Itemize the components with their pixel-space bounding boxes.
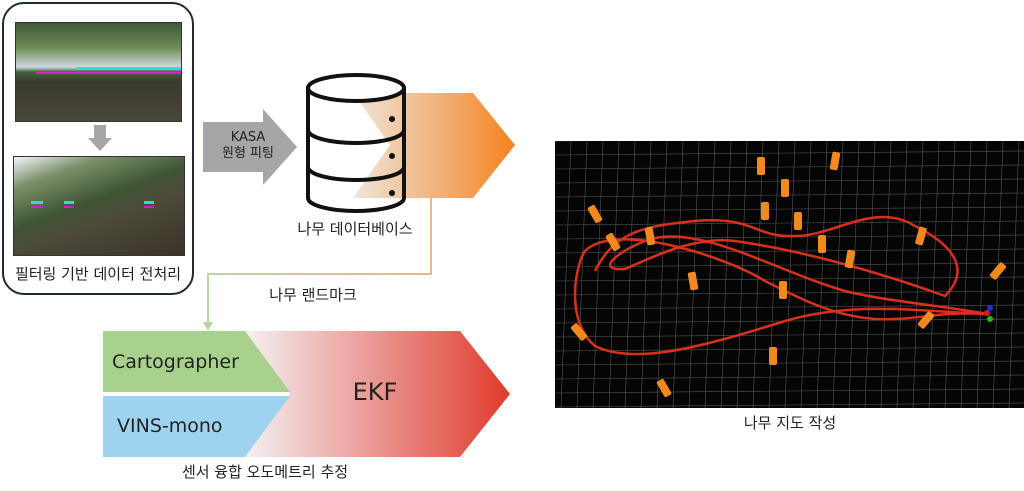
vins-mono-label: VINS-mono [117,415,223,437]
fitting-label: KASA 원형 피팅 [208,130,288,162]
preprocess-caption: 필터링 기반 데이터 전처리 [14,265,182,283]
tree-marker [144,201,154,204]
tree-cylinder [656,378,672,398]
database-caption: 나무 데이터베이스 [297,220,413,238]
tree-cylinder [915,226,927,246]
fitting-label-line2: 원형 피팅 [222,146,274,161]
trajectory-path [573,215,988,356]
tree-cylinder [917,311,935,329]
fitting-arrow [203,109,297,185]
tree-marker [31,201,43,204]
cartographer-label: Cartographer [112,351,239,373]
tree-marker [64,206,74,208]
axis-z-icon [987,305,993,311]
connector-arrowhead-icon [203,322,213,331]
landmark-connector [207,195,432,326]
tree-cylinder [989,262,1007,280]
detection-line-cyan [76,67,181,70]
tree-marker [64,201,74,204]
raw-camera-image [15,22,182,122]
axis-y-icon [987,316,993,322]
tree-cylinder [779,281,787,299]
axis-x-icon [984,310,990,316]
tree-cylinder [818,235,826,253]
fusion-caption: 센서 융합 오도메트리 추정 [181,463,349,481]
tree-cylinder [781,179,789,197]
database-icon [306,73,406,213]
ekf-label: EKF [352,378,398,406]
tree-cylinder [644,226,656,246]
tree-cylinder [829,151,841,171]
tree-cylinder [757,157,765,175]
fitting-label-line1: KASA [230,130,266,145]
tree-cylinder [687,271,699,291]
filtered-camera-image [13,156,185,256]
tree-marker [144,206,154,208]
tree-cylinder [794,212,802,230]
vins-mono-box[interactable] [103,396,290,457]
cartographer-box[interactable] [103,331,290,392]
tree-cylinder [761,202,769,220]
tree-marker [31,206,43,208]
tree-cylinder [570,323,588,341]
tree-map-view [555,141,1024,408]
tree-cylinder [605,232,621,252]
tree-cylinder [587,204,603,224]
tree-cylinder [769,347,777,365]
ekf-arrow [245,331,510,457]
map-caption: 나무 지도 작성 [743,414,837,432]
preprocess-panel [2,2,194,295]
detection-line-magenta [36,72,181,74]
tree-landmarks [570,151,1007,398]
tree-cylinder [844,249,856,269]
landmark-caption: 나무 랜드마크 [269,286,357,304]
